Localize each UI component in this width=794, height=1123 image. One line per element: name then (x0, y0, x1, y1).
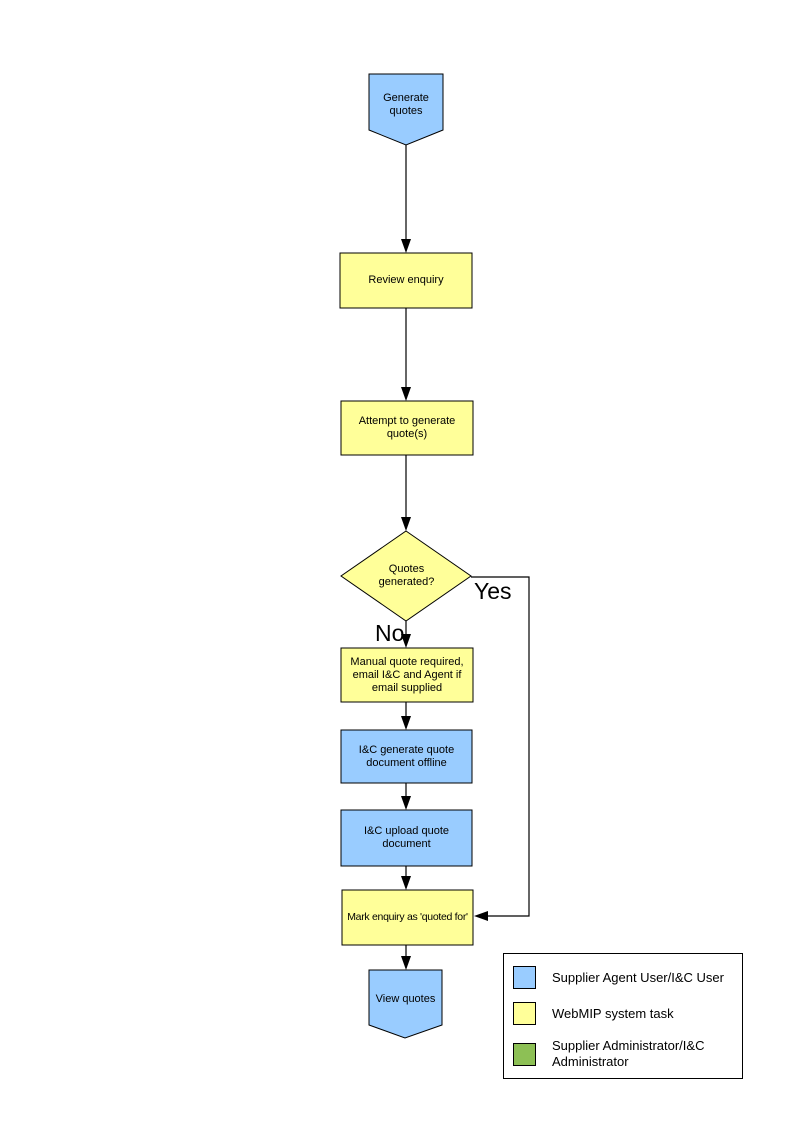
branch-no-label: No (375, 620, 405, 646)
connector-manual-to-offline (401, 702, 411, 730)
legend-item-supplier-agent: Supplier Agent User/I&C User (513, 966, 730, 989)
node-decision-shape (340, 530, 472, 622)
connector-decision-no-to-manual (401, 621, 411, 648)
node-attempt-shape (340, 400, 474, 456)
legend-swatch-yellow (513, 1002, 536, 1025)
connector-upload-to-mark (401, 866, 411, 890)
node-end-shape (368, 969, 443, 1039)
connector-decision-yes-to-mark (471, 576, 530, 921)
node-review-shape (339, 252, 473, 309)
legend-item-supplier-admin: Supplier Administrator/I&C Administrator (513, 1038, 730, 1070)
node-offline-shape (340, 729, 473, 784)
node-mark-shape (341, 889, 474, 946)
legend-swatch-green (513, 1042, 536, 1066)
node-mark-label: Mark enquiry as 'quoted for' (347, 911, 468, 923)
legend-label: WebMIP system task (552, 1005, 674, 1021)
connector-start-to-review (401, 145, 411, 253)
node-end-label: View quotes (375, 992, 436, 1005)
legend-label: Supplier Administrator/I&C Administrator (552, 1038, 705, 1069)
legend-label: Supplier Agent User/I&C User (552, 969, 724, 985)
node-upload-label: I&C upload quote document (363, 825, 449, 850)
node-review-label: Review enquiry (368, 274, 444, 286)
node-manual-shape (340, 647, 474, 703)
connector-offline-to-upload (401, 783, 411, 810)
legend-item-webmip-task: WebMIP system task (513, 1002, 730, 1025)
node-upload-shape (340, 809, 473, 867)
legend-swatch-blue (513, 966, 536, 989)
node-start-label: Generate quotes (383, 92, 429, 117)
node-offline-label: I&C generate quote document offline (358, 743, 455, 769)
branch-yes-label: Yes (474, 578, 512, 604)
node-manual-label: Manual quote required, email I&C and Age… (350, 655, 464, 694)
node-attempt-label: Attempt to generate quote(s) (358, 415, 456, 440)
connector-mark-to-end (401, 945, 411, 970)
connector-review-to-attempt (401, 308, 411, 401)
legend-box: Supplier Agent User/I&C User WebMIP syst… (503, 953, 743, 1079)
node-decision-label: Quotes generated? (378, 563, 435, 588)
connector-attempt-to-decision (401, 455, 411, 531)
node-start-shape (368, 73, 444, 146)
